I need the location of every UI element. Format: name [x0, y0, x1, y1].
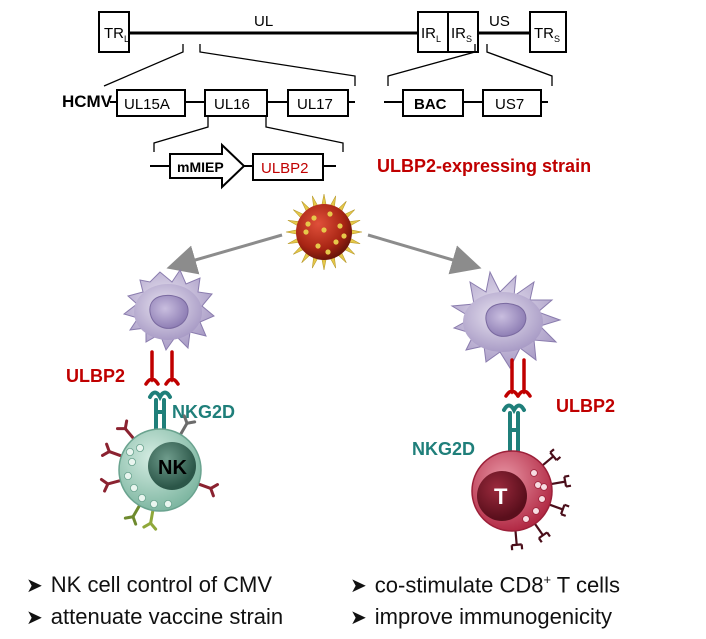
- t-label: T: [494, 484, 508, 509]
- virus-particle: [285, 193, 363, 271]
- left-nkg2d-receptor: [148, 390, 172, 434]
- gene-us7: [482, 89, 542, 117]
- nk-label: NK: [158, 457, 187, 479]
- bullet-attenuate: ➤ attenuate vaccine strain: [26, 604, 283, 630]
- outcome-bullets: ➤ NK cell control of CMV ➤ attenuate vacci…: [0, 568, 706, 639]
- left-ulbp2-label: ULBP2: [66, 366, 125, 386]
- bullet-nk-control: ➤ NK cell control of CMV: [26, 572, 272, 598]
- arrow-to-left-cell: [166, 233, 283, 275]
- bullet-immunogenicity: ➤ improve immunogenicity: [350, 604, 612, 630]
- mmiep-label: mMIEP: [177, 159, 224, 175]
- gene-ul17: [287, 89, 349, 117]
- bullet-costimulate-suffix: T cells: [551, 572, 620, 598]
- gene-bac: [402, 89, 464, 117]
- gene-ul15a-label: UL15A: [124, 96, 170, 113]
- gene-ul15a: [116, 89, 186, 117]
- bullet-nk-control-text: NK cell control of CMV: [50, 572, 273, 597]
- gene-bac-label: BAC: [414, 96, 447, 113]
- trs-box: [529, 11, 567, 53]
- us-label: US: [489, 13, 510, 30]
- ulbp2-gene-box: [252, 153, 324, 181]
- trl-box: [98, 11, 130, 53]
- ulbp2-insert: mMIEP ULBP2: [150, 142, 336, 190]
- trl-label: TRL: [104, 25, 129, 44]
- arrow-to-right-cell: [367, 233, 482, 275]
- right-ulbp2-label: ULBP2: [556, 396, 615, 416]
- irs-box: [447, 11, 479, 53]
- bullet-costimulate-sup: +: [543, 572, 552, 587]
- irl-box: [417, 11, 449, 53]
- bullet-costimulate-text: co-stimulate CD8: [374, 572, 544, 598]
- left-ulbp2-ligands: [144, 350, 180, 386]
- left-nkg2d-label: NKG2D: [172, 402, 235, 422]
- bullet-arrow-icon: ➤: [26, 575, 43, 597]
- hcmv-label: HCMV: [62, 92, 113, 111]
- genome-map: TRL UL IRL IRS US TRS: [98, 11, 567, 87]
- nk-cell: NK: [99, 414, 219, 531]
- bullet-costimulate: ➤ co-stimulate CD8+ T cells: [350, 572, 620, 598]
- bullet-arrow-icon: ➤: [26, 607, 43, 629]
- gene-row: HCMV UL15A UL16 UL17 BAC US7: [62, 89, 548, 152]
- bullet-attenuate-text: attenuate vaccine strain: [50, 604, 284, 629]
- irl-label: IRL: [421, 25, 441, 44]
- right-infected-cell: [450, 270, 562, 370]
- trs-label: TRS: [534, 25, 560, 44]
- left-infected-cell: [122, 268, 215, 352]
- gene-ul16-label: UL16: [214, 96, 250, 113]
- bullet-arrow-icon: ➤: [350, 607, 367, 629]
- right-nkg2d-label: NKG2D: [412, 439, 475, 459]
- mmiep-promoter-arrow: [169, 142, 246, 190]
- bullet-immunogenicity-text: improve immunogenicity: [374, 604, 612, 629]
- strain-label: ULBP2-expressing strain: [377, 156, 591, 176]
- ulbp2-gene-label: ULBP2: [261, 160, 309, 177]
- gene-ul17-label: UL17: [297, 96, 333, 113]
- right-nkg2d-receptor: [502, 403, 526, 454]
- right-ulbp2-ligands: [504, 358, 532, 398]
- t-cell: T: [471, 448, 572, 551]
- ul-label: UL: [254, 13, 273, 30]
- gene-us7-label: US7: [495, 96, 524, 113]
- irs-label: IRS: [451, 25, 472, 44]
- gene-ul16: [204, 89, 268, 117]
- bullet-arrow-icon: ➤: [350, 575, 367, 598]
